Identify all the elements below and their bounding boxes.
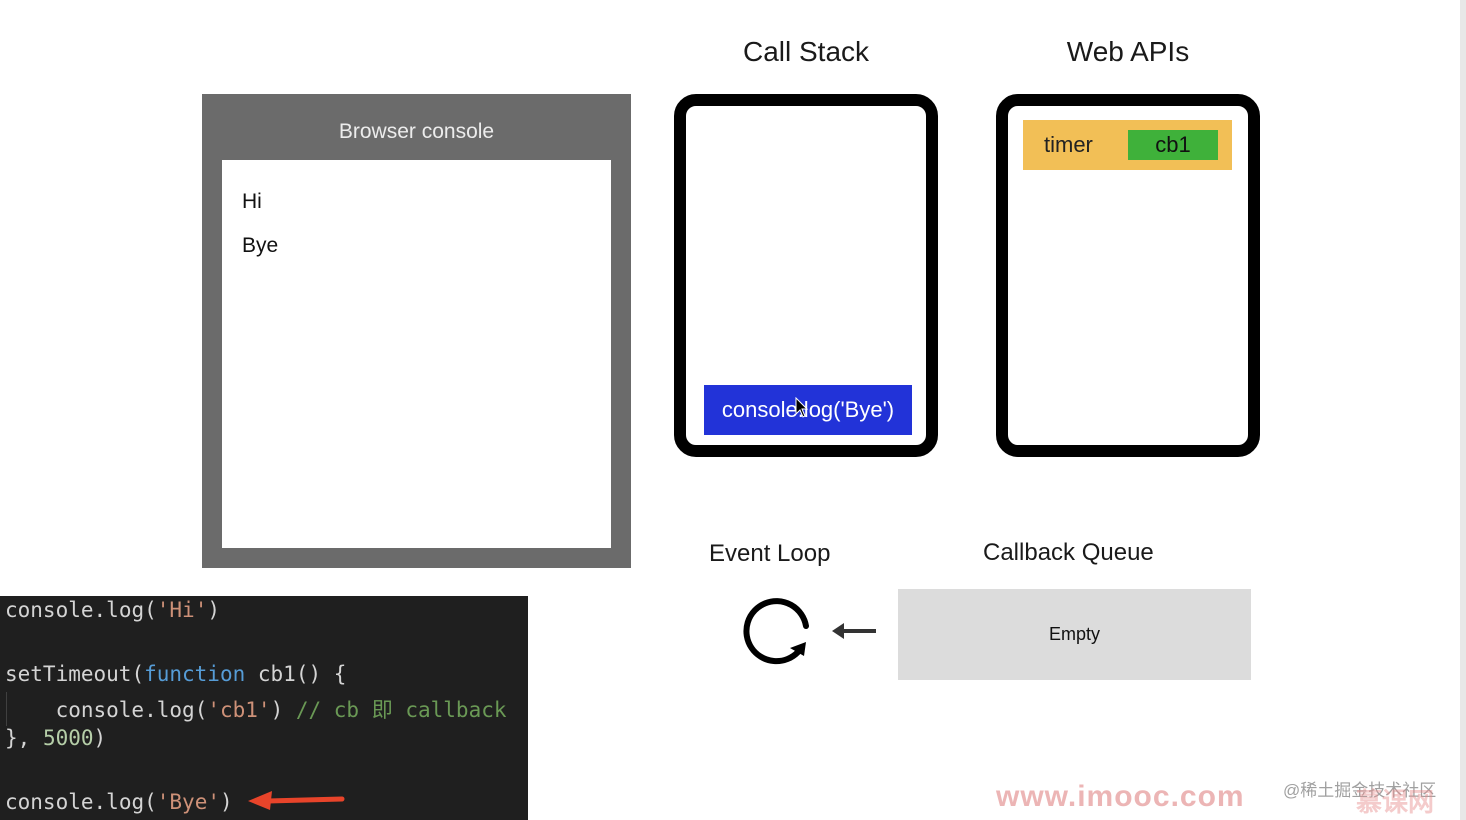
browser-console-output: Hi Bye [222, 160, 611, 548]
indent-guide [6, 692, 7, 726]
call-stack-title: Call Stack [742, 36, 870, 67]
left-arrow-icon [832, 623, 876, 639]
event-loop-title: Event Loop [709, 540, 831, 567]
callback-queue-title: Callback Queue [983, 539, 1154, 566]
browser-console-panel: Browser console Hi Bye [202, 94, 631, 568]
timer-label: timer [1044, 132, 1093, 157]
web-api-timer: timer cb1 [1023, 120, 1232, 170]
watermark-community: @稀土掘金技术社区 [1283, 781, 1437, 800]
mouse-cursor-icon [795, 397, 809, 418]
right-edge-strip [1460, 0, 1466, 820]
code-line: console.log('Bye') [5, 790, 233, 814]
code-line: }, 5000) [5, 726, 107, 750]
watermark-brand: 慕课网 [1356, 787, 1435, 817]
call-stack-frame: console.log('Bye') [704, 385, 912, 435]
timer-callback-chip: cb1 [1128, 130, 1218, 160]
code-editor-panel: console.log('Hi') setTimeout(function cb… [0, 596, 528, 820]
current-line-arrow-icon [248, 791, 345, 810]
web-apis-title: Web APIs [1066, 36, 1190, 67]
event-loop-icon [743, 598, 809, 665]
watermark-site: www.imooc.com [996, 780, 1245, 813]
code-line: console.log('Hi') [5, 598, 220, 622]
browser-console-title: Browser console [338, 120, 495, 143]
callback-queue-box: Empty [898, 589, 1251, 680]
code-line: console.log('cb1') // cb 即 callback [55, 698, 507, 722]
console-output-line: Bye [242, 234, 279, 257]
console-output-line: Hi [242, 190, 262, 213]
code-line: setTimeout(function cb1() { [5, 662, 347, 686]
